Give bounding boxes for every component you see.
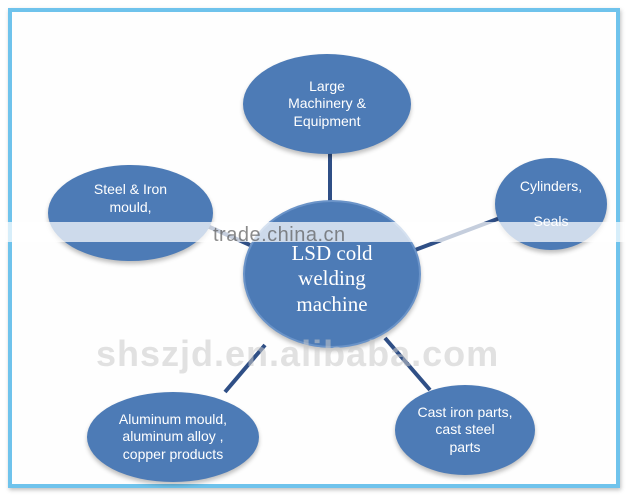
connector-bottom-right: [383, 336, 432, 392]
node-large-machinery-label: Large Machinery & Equipment: [288, 77, 366, 129]
node-steel-iron-mould: Steel & Iron mould,: [48, 165, 213, 261]
watermark-trade-china: trade.china.cn: [213, 224, 346, 246]
node-aluminum-mould-label: Aluminum mould, aluminum alloy , copper …: [118, 410, 228, 462]
node-cast-iron-parts-label: Cast iron parts, cast steel parts: [417, 403, 513, 455]
watermark-band: [0, 222, 632, 242]
connector-bottom-left: [223, 343, 267, 394]
watermark-alibaba: shszjd.en.alibaba.com: [96, 333, 500, 374]
node-aluminum-mould: Aluminum mould, aluminum alloy , copper …: [87, 392, 259, 482]
node-large-machinery: Large Machinery & Equipment: [243, 54, 411, 154]
node-cast-iron-parts: Cast iron parts, cast steel parts: [395, 385, 535, 475]
node-steel-iron-mould-label: Steel & Iron mould,: [93, 181, 168, 215]
node-center-machine-label: LSD cold welding machine: [291, 241, 373, 316]
